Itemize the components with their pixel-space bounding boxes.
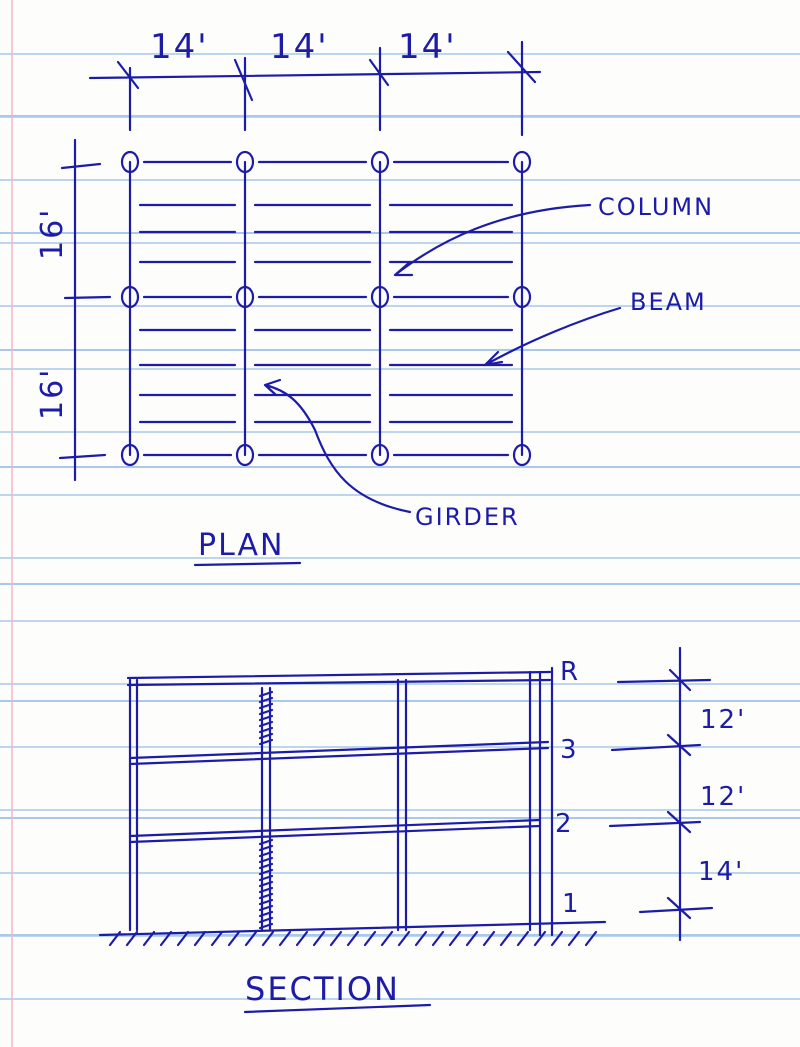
level-label: R [560, 657, 578, 687]
ground-hatch [329, 930, 343, 947]
story-height-label: 14' [698, 857, 744, 887]
level-label: 2 [555, 809, 572, 839]
plan-title-underline [193, 561, 302, 567]
column-hatch [258, 738, 274, 746]
column-hatch [258, 910, 274, 918]
column-icon [120, 150, 140, 174]
column-hatch [258, 696, 274, 704]
ground-hatch [159, 930, 173, 947]
ground-hatch [108, 930, 122, 947]
ground-hatch [142, 930, 156, 947]
column-hatch [258, 702, 274, 710]
span-label: 14' [270, 27, 329, 67]
top-dimension-line [88, 70, 542, 80]
ground-hatch [465, 930, 479, 947]
girder-callout-arrow [263, 378, 412, 514]
section-title: SECTION [245, 970, 400, 1008]
ground-hatch [431, 930, 445, 947]
bay-label: 16' [35, 208, 70, 260]
ground-line [98, 920, 607, 937]
beam-callout-label: BEAM [630, 288, 707, 316]
column-hatch [258, 892, 274, 900]
section-column [528, 666, 554, 937]
ground-hatch [584, 930, 598, 947]
ground-hatch [397, 930, 411, 947]
ground-hatch [176, 930, 190, 947]
ground-hatch [363, 930, 377, 947]
ground-hatch [550, 930, 564, 947]
level-label: 1 [562, 889, 579, 919]
column-icon [512, 443, 532, 467]
bay-label: 16' [35, 368, 70, 420]
level-label: 3 [560, 735, 577, 765]
column-icon [370, 443, 390, 467]
column-icon [512, 285, 532, 309]
ground-hatch [278, 930, 292, 947]
column-hatch [258, 886, 274, 894]
ground-hatch [533, 930, 547, 947]
column-hatch [258, 862, 274, 870]
ground-hatch [244, 930, 258, 947]
ground-hatch [210, 930, 224, 947]
column-hatch [258, 904, 274, 912]
column-hatch [258, 916, 274, 924]
girder-callout-label: GIRDER [415, 503, 520, 531]
column-hatch [258, 874, 274, 882]
column-hatch [258, 898, 274, 906]
plan-title: PLAN [198, 528, 284, 563]
column-icon [235, 285, 255, 309]
column-hatch [258, 856, 274, 864]
ground-hatch [414, 930, 428, 947]
roof-slab [126, 670, 552, 687]
column-callout-arrow [393, 203, 592, 277]
column-icon [370, 150, 390, 174]
ground-hatch [499, 930, 513, 947]
column-callout-label: COLUMN [598, 193, 714, 221]
ground-hatch [193, 930, 207, 947]
floor-2-slab [128, 818, 542, 844]
section-column [396, 678, 408, 932]
column-icon [512, 150, 532, 174]
column-hatch [258, 708, 274, 716]
ground-hatch [125, 930, 139, 947]
ruled-lines [0, 53, 800, 1000]
column-hatch [258, 720, 274, 728]
column-hatch [258, 726, 274, 734]
column-icon [120, 285, 140, 309]
column-icon [235, 443, 255, 467]
column-hatch [258, 844, 274, 852]
story-height-label: 12' [700, 705, 746, 735]
ground-hatch [295, 930, 309, 947]
column-hatch [258, 714, 274, 722]
span-label: 14' [398, 27, 457, 67]
column-icon [235, 150, 255, 174]
column-hatch [258, 732, 274, 740]
column-hatch [258, 838, 274, 846]
ground-hatch [380, 930, 394, 947]
ground-hatch [482, 930, 496, 947]
column-hatch [258, 850, 274, 858]
plan-drawing [58, 40, 622, 567]
ground-hatch [448, 930, 462, 947]
column-icon [120, 443, 140, 467]
column-hatch [258, 690, 274, 698]
span-label: 14' [150, 27, 209, 67]
column-icon [370, 285, 390, 309]
ground-hatch [516, 930, 530, 947]
beam-callout-arrow [483, 306, 622, 367]
story-height-label: 12' [700, 782, 746, 812]
column-hatch [258, 922, 274, 930]
ground-hatch [567, 930, 581, 947]
ground-hatch [261, 930, 275, 947]
ground-hatch [227, 930, 241, 947]
ground-hatch [312, 930, 326, 947]
section-drawing [98, 646, 714, 1014]
column-hatch [258, 880, 274, 888]
column-hatch [258, 868, 274, 876]
section-title-underline [243, 1003, 432, 1014]
ground-hatch [346, 930, 360, 947]
floor-3-slab [128, 740, 550, 766]
section-column [128, 678, 139, 932]
